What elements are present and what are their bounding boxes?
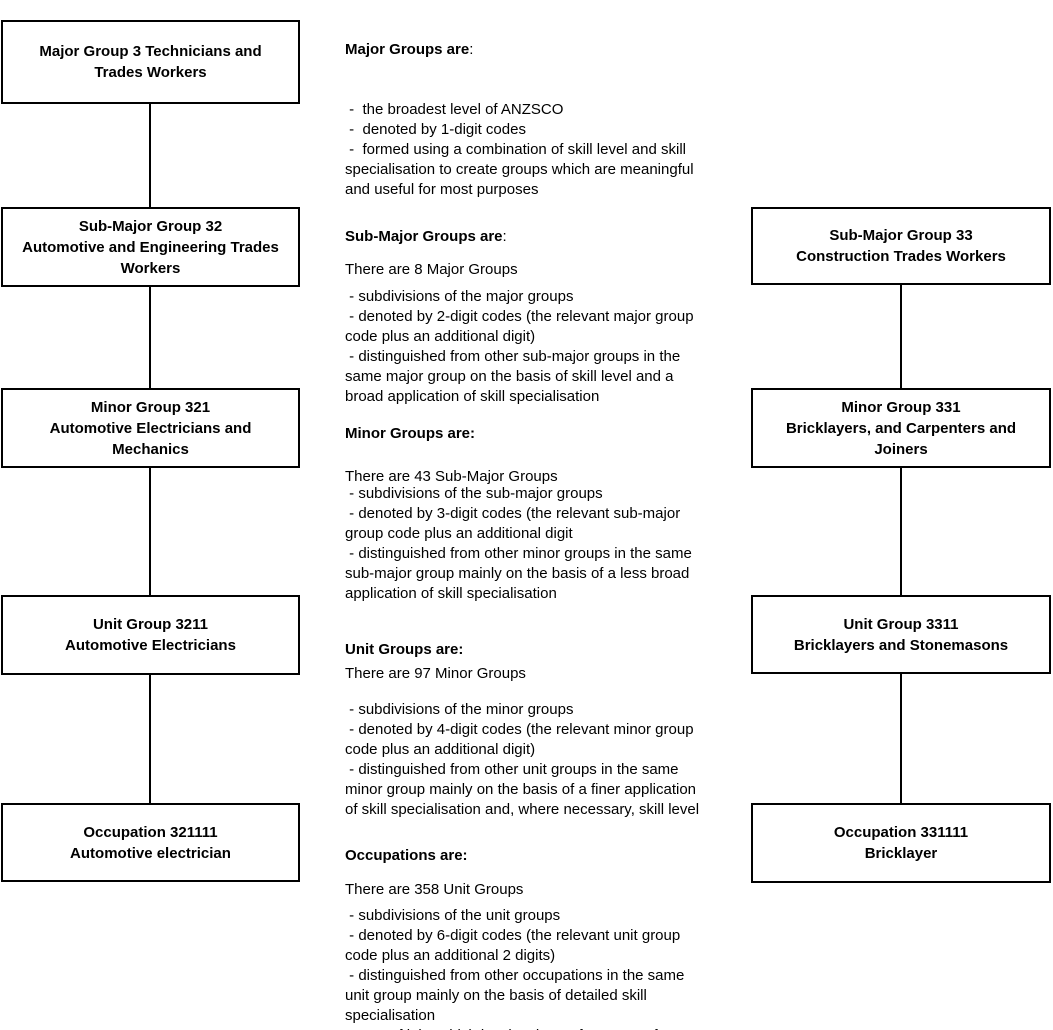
node-minor-group-321: Minor Group 321 Automotive Electricians … xyxy=(1,388,300,468)
node-occupation-331111: Occupation 331111 Bricklayer xyxy=(751,803,1051,883)
section-title: Occupations are: xyxy=(345,846,745,866)
section-body: - subdivisions of the minor groups - den… xyxy=(345,701,700,818)
section-major-groups: Major Groups are: - the broadest level o… xyxy=(345,0,745,320)
section-title: Sub-Major Groups are: xyxy=(345,227,745,247)
node-label: Major Group 3 Technicians and Trades Wor… xyxy=(39,43,262,81)
section-body: - subdivisions of the major groups - den… xyxy=(345,288,694,405)
node-major-group-3: Major Group 3 Technicians and Trades Wor… xyxy=(1,20,300,104)
node-label: Occupation 331111 Bricklayer xyxy=(833,824,969,862)
section-title: Minor Groups are: xyxy=(345,424,745,444)
section-title-suffix: : xyxy=(469,41,474,58)
section-title-text: Minor Groups are: xyxy=(345,425,476,442)
section-count: There are 8 Major Groups xyxy=(345,261,518,278)
section-count: There are 43 Sub-Major Groups xyxy=(345,468,558,485)
section-title: Unit Groups are: xyxy=(345,640,745,660)
section-sub-major-groups: Sub-Major Groups are: - subdivisions of … xyxy=(345,187,745,527)
section-unit-groups: Unit Groups are: - subdivisions of the m… xyxy=(345,600,745,940)
section-count: There are 358 Unit Groups xyxy=(345,881,524,898)
section-occupations: Occupations are: - subdivisions of the u… xyxy=(345,806,745,1030)
section-body: - subdivisions of the unit groups - deno… xyxy=(345,907,685,1030)
section-minor-groups: Minor Groups are: - subdivisions of the … xyxy=(345,384,745,724)
node-occupation-321111: Occupation 321111 Automotive electrician xyxy=(1,803,300,882)
section-title: Major Groups are: xyxy=(345,40,745,60)
node-label: Sub-Major Group 32 Automotive and Engine… xyxy=(22,217,279,277)
section-count: There are 97 Minor Groups xyxy=(345,665,526,682)
node-label: Minor Group 321 Automotive Electricians … xyxy=(49,398,252,458)
node-label: Unit Group 3211 Automotive Electricians xyxy=(65,616,236,654)
node-sub-major-group-32: Sub-Major Group 32 Automotive and Engine… xyxy=(1,207,300,287)
node-label: Occupation 321111 Automotive electrician xyxy=(70,823,231,862)
section-title-suffix: : xyxy=(502,228,507,245)
section-body: - subdivisions of the sub-major groups -… xyxy=(345,485,692,602)
node-minor-group-331: Minor Group 331 Bricklayers, and Carpent… xyxy=(751,388,1051,468)
section-title-text: Occupations are: xyxy=(345,847,468,864)
node-label: Unit Group 3311 Bricklayers and Stonemas… xyxy=(793,615,1009,654)
node-sub-major-group-33: Sub-Major Group 33 Construction Trades W… xyxy=(751,207,1051,285)
node-label: Minor Group 331 Bricklayers, and Carpent… xyxy=(785,398,1017,458)
section-title-text: Unit Groups are: xyxy=(345,641,464,658)
section-title-text: Sub-Major Groups are xyxy=(345,228,503,245)
node-unit-group-3311: Unit Group 3311 Bricklayers and Stonemas… xyxy=(751,595,1051,674)
section-title-text: Major Groups are xyxy=(345,41,470,58)
node-unit-group-3211: Unit Group 3211 Automotive Electricians xyxy=(1,595,300,675)
right-connector-line xyxy=(900,285,902,803)
section-body: - the broadest level of ANZSCO - denoted… xyxy=(345,101,694,198)
node-label: Sub-Major Group 33 Construction Trades W… xyxy=(796,227,1006,265)
